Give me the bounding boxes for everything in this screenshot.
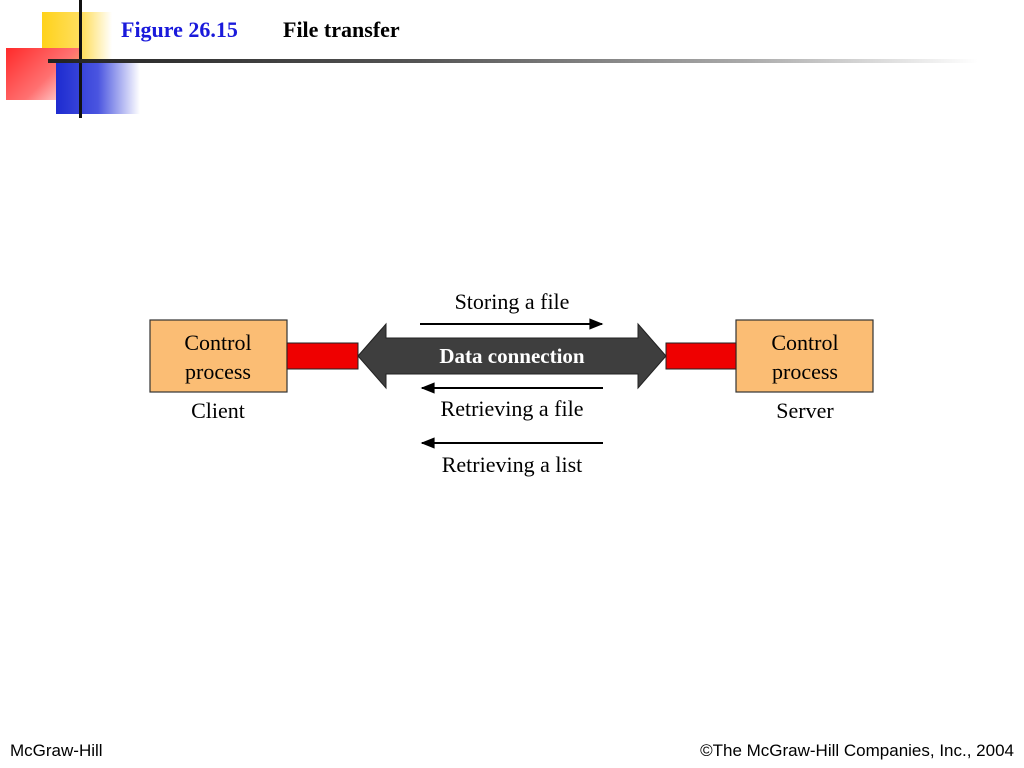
client-label: Client — [191, 398, 245, 423]
decor-blue-square — [56, 62, 140, 114]
client-connector — [286, 342, 359, 370]
data-connection-arrow — [357, 322, 667, 390]
client-box-line1: Control — [184, 330, 251, 355]
figure-title: File transfer — [283, 17, 400, 42]
footer-copyright: ©The McGraw-Hill Companies, Inc., 2004 — [700, 741, 1014, 760]
client-box-line2: process — [185, 359, 251, 384]
client-control-process-box — [149, 319, 288, 393]
retrieving-list-label: Retrieving a list — [442, 452, 583, 477]
footer-publisher: McGraw-Hill — [10, 741, 103, 760]
storing-file-label: Storing a file — [455, 289, 570, 314]
server-connector — [665, 342, 737, 370]
server-box-line2: process — [772, 359, 838, 384]
server-label: Server — [776, 398, 834, 423]
retrieving-file-label: Retrieving a file — [441, 396, 584, 421]
server-box-line1: Control — [771, 330, 838, 355]
decor-title-underline — [48, 59, 978, 63]
figure-number: Figure 26.15 — [121, 17, 238, 42]
data-connection-label: Data connection — [439, 344, 585, 368]
